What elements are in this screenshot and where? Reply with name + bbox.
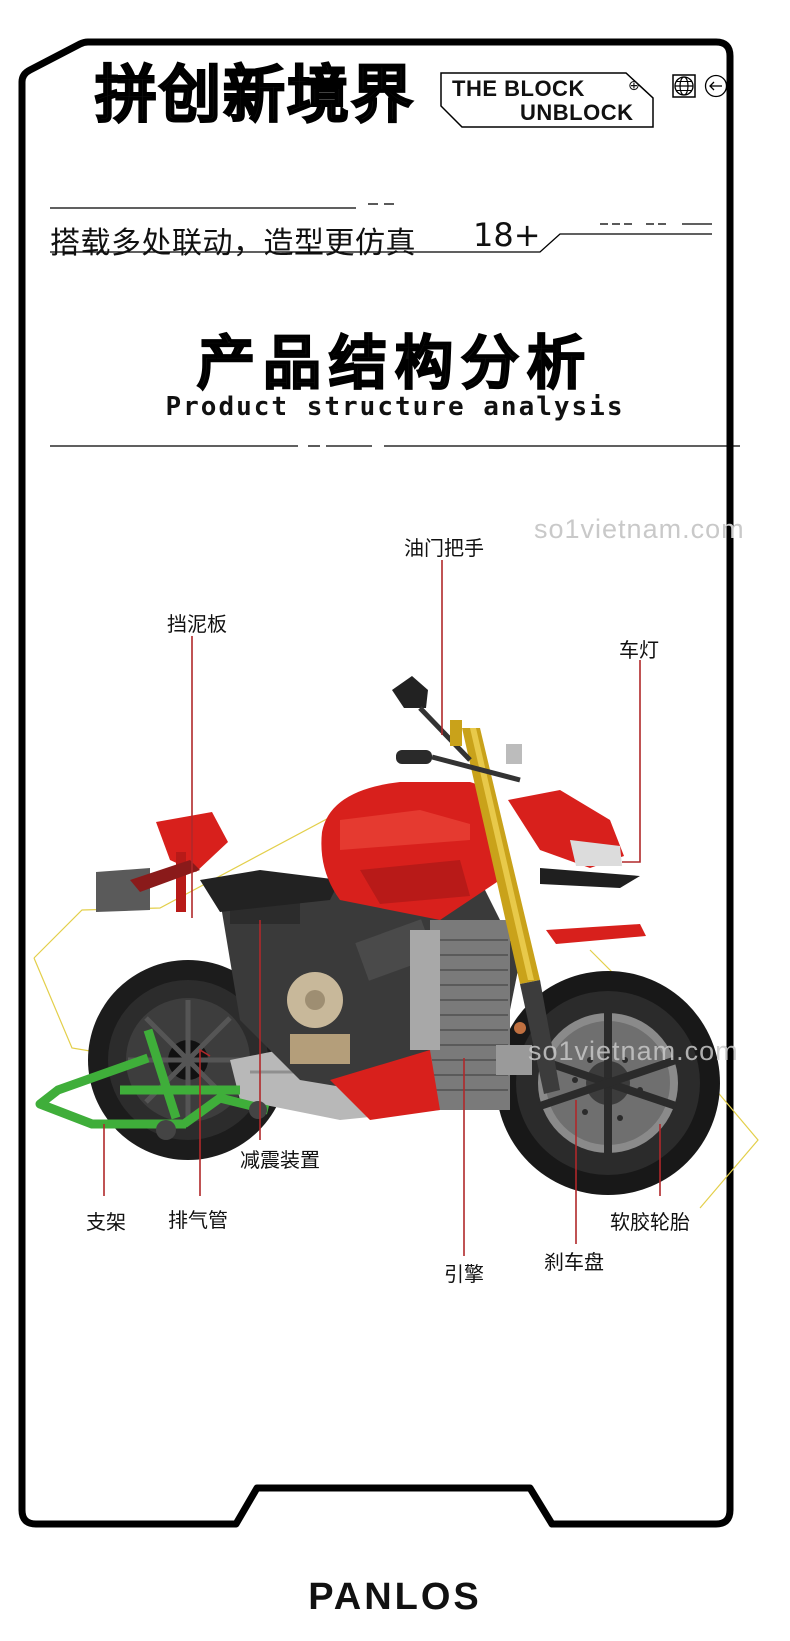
callout-brake-disc: 刹车盘 <box>544 1250 604 1274</box>
age-rating: 18+ <box>473 216 541 254</box>
tag-badge-outline <box>440 72 654 128</box>
footer-brand-logo: PANLOS <box>308 1576 482 1618</box>
watermark-top: so1vietnam.com <box>534 514 745 544</box>
callout-exhaust-pipe: 排气管 <box>168 1208 228 1232</box>
tag-line-2: UNBLOCK <box>520 100 634 125</box>
callout-soft-rubber-tire: 软胶轮胎 <box>610 1210 690 1234</box>
tag-line-1: THE BLOCK <box>452 76 585 101</box>
callout-engine: 引擎 <box>444 1262 484 1286</box>
brand-title: 拼创新境界 <box>94 58 416 131</box>
callout-fender: 挡泥板 <box>167 612 227 636</box>
watermark-middle: so1vietnam.com <box>528 1036 739 1066</box>
callout-headlight: 车灯 <box>619 638 659 662</box>
callout-shock-absorber: 减震装置 <box>240 1148 320 1172</box>
section-title: 产品结构分析 <box>196 328 593 398</box>
globe-icon <box>672 74 696 98</box>
feature-subtitle: 搭载多处联动，造型更仿真 <box>50 226 416 261</box>
callout-throttle-grip: 油门把手 <box>404 536 484 560</box>
callout-stand: 支架 <box>86 1210 126 1234</box>
back-arrow-icon <box>704 74 728 98</box>
tag-plus-symbol: ⊕ <box>628 78 640 94</box>
section-subtitle: Product structure analysis <box>165 392 625 422</box>
